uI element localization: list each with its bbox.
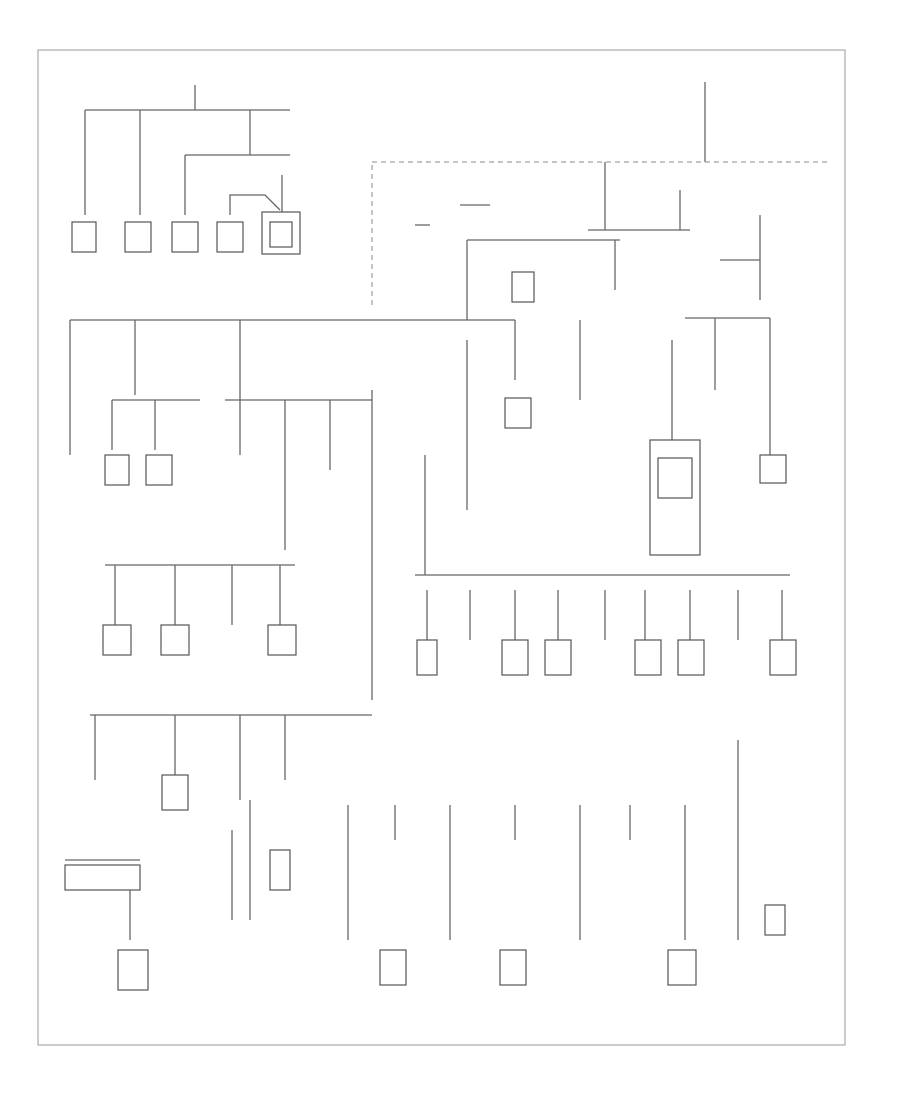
diagram-frame bbox=[37, 49, 846, 1046]
component-box bbox=[124, 221, 152, 253]
component-box bbox=[161, 774, 189, 811]
middle-lower-branch bbox=[102, 455, 797, 676]
component-box bbox=[501, 639, 529, 676]
component-box bbox=[759, 454, 787, 484]
top-right-feeds bbox=[372, 82, 830, 320]
middle-bus bbox=[69, 317, 787, 700]
component-box bbox=[544, 639, 572, 676]
component-box bbox=[667, 949, 697, 986]
component-box bbox=[269, 849, 291, 891]
component-box bbox=[499, 949, 527, 986]
component-box bbox=[504, 397, 532, 429]
component-box bbox=[677, 639, 705, 676]
component-box bbox=[171, 221, 199, 253]
component-box bbox=[511, 271, 535, 303]
component-box bbox=[657, 457, 693, 499]
lower-section bbox=[64, 714, 786, 991]
component-box bbox=[769, 639, 797, 676]
component-box bbox=[267, 624, 297, 656]
top-left-power-feeds bbox=[71, 85, 373, 305]
component-box bbox=[104, 454, 130, 486]
component-box bbox=[764, 904, 786, 936]
component-box bbox=[71, 221, 97, 253]
component-box bbox=[145, 454, 173, 486]
component-box bbox=[416, 639, 438, 676]
component-box bbox=[102, 624, 132, 656]
component-box bbox=[160, 624, 190, 656]
component-box bbox=[64, 864, 141, 891]
component-box bbox=[117, 949, 149, 991]
component-box bbox=[216, 221, 244, 253]
component-box bbox=[379, 949, 407, 986]
component-box bbox=[634, 639, 662, 676]
component-box bbox=[269, 221, 293, 248]
